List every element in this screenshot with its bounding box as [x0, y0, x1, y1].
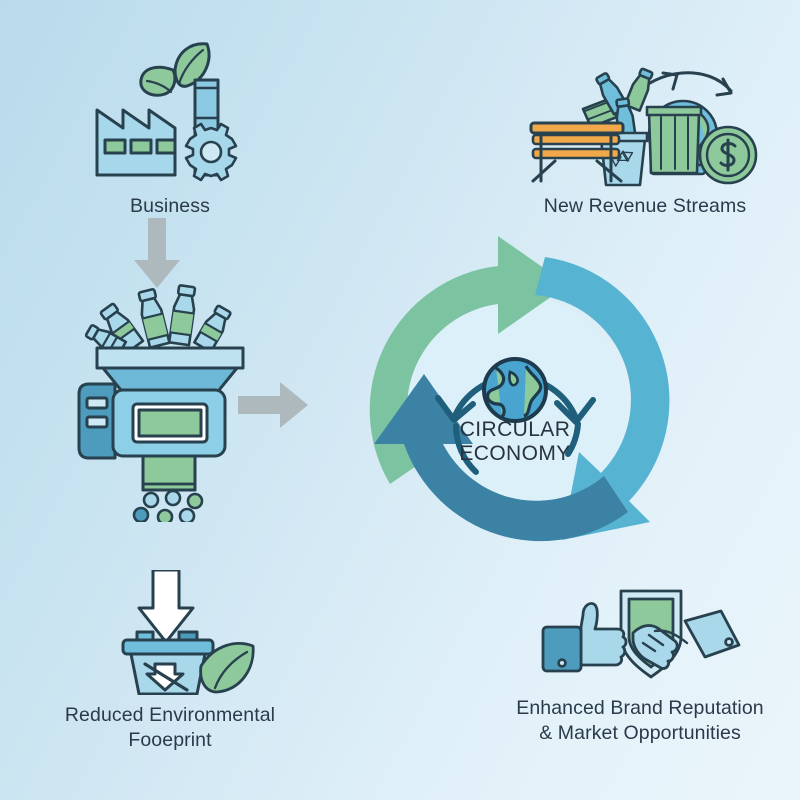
node-revenue-label: New Revenue Streams: [543, 195, 747, 217]
globe-icon: [482, 357, 548, 423]
circular-economy-ring[interactable]: CIRCULAR ECONOMY: [330, 222, 700, 592]
connector-processing-to-circle: [238, 378, 310, 437]
node-brand-label: Enhanced Brand Reputation & Market Oppor…: [516, 697, 764, 744]
connector-business-to-processing: [130, 218, 184, 295]
recycling-shredder-icon: [77, 284, 245, 522]
dark-blue-arrow-segment: [374, 374, 628, 542]
light-blue-arrow-segment: [535, 257, 670, 540]
node-business-label: Business: [130, 195, 210, 217]
handshake-thumbsup-shield-icon: [541, 589, 741, 679]
node-footprint[interactable]: Reduced Environmental Fooeprint: [20, 570, 320, 753]
factory-leaf-icon: [95, 42, 238, 182]
recycled-goods-money-icon: [529, 67, 758, 187]
node-brand[interactable]: Enhanced Brand Reputation & Market Oppor…: [490, 585, 790, 746]
node-revenue[interactable]: New Revenue Streams: [505, 55, 785, 219]
node-processing[interactable]: [45, 272, 295, 522]
node-footprint-label: Reduced Environmental Fooeprint: [64, 704, 276, 751]
green-arrow-segment: [369, 236, 568, 484]
trash-bin-leaf-icon: [121, 570, 255, 695]
node-business[interactable]: Business: [45, 40, 295, 219]
